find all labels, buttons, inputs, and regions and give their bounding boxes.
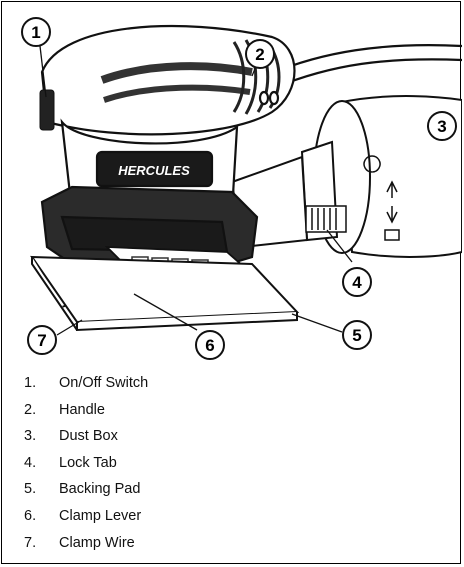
- legend-label: Handle: [59, 401, 105, 418]
- legend-label: Dust Box: [59, 428, 118, 445]
- legend-label: Clamp Lever: [59, 507, 142, 524]
- legend-item: 6. Clamp Lever: [2, 503, 462, 530]
- legend-item: 2. Handle: [2, 397, 462, 424]
- brand-mark: HERCULES: [118, 163, 190, 178]
- legend-number: 3.: [24, 428, 37, 445]
- lock-tab: [305, 205, 347, 233]
- callout-7: 7: [27, 325, 57, 355]
- legend-item: 4. Lock Tab: [2, 450, 462, 477]
- legend-item: 5. Backing Pad: [2, 476, 462, 503]
- brand-badge: [95, 150, 214, 188]
- legend-label: Lock Tab: [59, 454, 117, 471]
- callout-1: 1: [21, 17, 51, 47]
- on-off-switch: [39, 89, 55, 131]
- parts-legend: 1. On/Off Switch 2. Handle 3. Dust Box 4…: [2, 370, 462, 556]
- callout-4: 4: [342, 267, 372, 297]
- legend-number: 7.: [24, 534, 37, 551]
- callout-5: 5: [342, 320, 372, 350]
- legend-label: Backing Pad: [59, 481, 141, 498]
- svg-text:7: 7: [37, 331, 46, 350]
- legend-number: 2.: [24, 401, 37, 418]
- callout-6: 6: [195, 330, 225, 360]
- svg-text:6: 6: [205, 336, 214, 355]
- svg-text:3: 3: [437, 117, 446, 136]
- legend-item: 1. On/Off Switch: [2, 370, 462, 397]
- sander-illustration: HERCULES: [2, 2, 462, 364]
- svg-text:1: 1: [31, 23, 40, 42]
- leader-lines: [39, 45, 353, 336]
- callout-2: 2: [245, 39, 275, 69]
- legend-item: 3. Dust Box: [2, 423, 462, 450]
- legend-number: 1.: [24, 375, 37, 391]
- legend-number: 5.: [24, 481, 37, 498]
- legend-item: 7. Clamp Wire: [2, 530, 462, 557]
- power-cord: [269, 44, 462, 90]
- legend-label: Clamp Wire: [59, 534, 135, 551]
- backing-pad: [30, 255, 300, 332]
- svg-text:4: 4: [352, 273, 362, 292]
- legend-label: On/Off Switch: [59, 375, 149, 391]
- legend-number: 6.: [24, 507, 37, 524]
- legend-number: 4.: [24, 454, 37, 471]
- callout-3: 3: [427, 111, 457, 141]
- dust-box: [230, 95, 462, 258]
- svg-text:5: 5: [352, 326, 361, 345]
- svg-text:2: 2: [255, 45, 264, 64]
